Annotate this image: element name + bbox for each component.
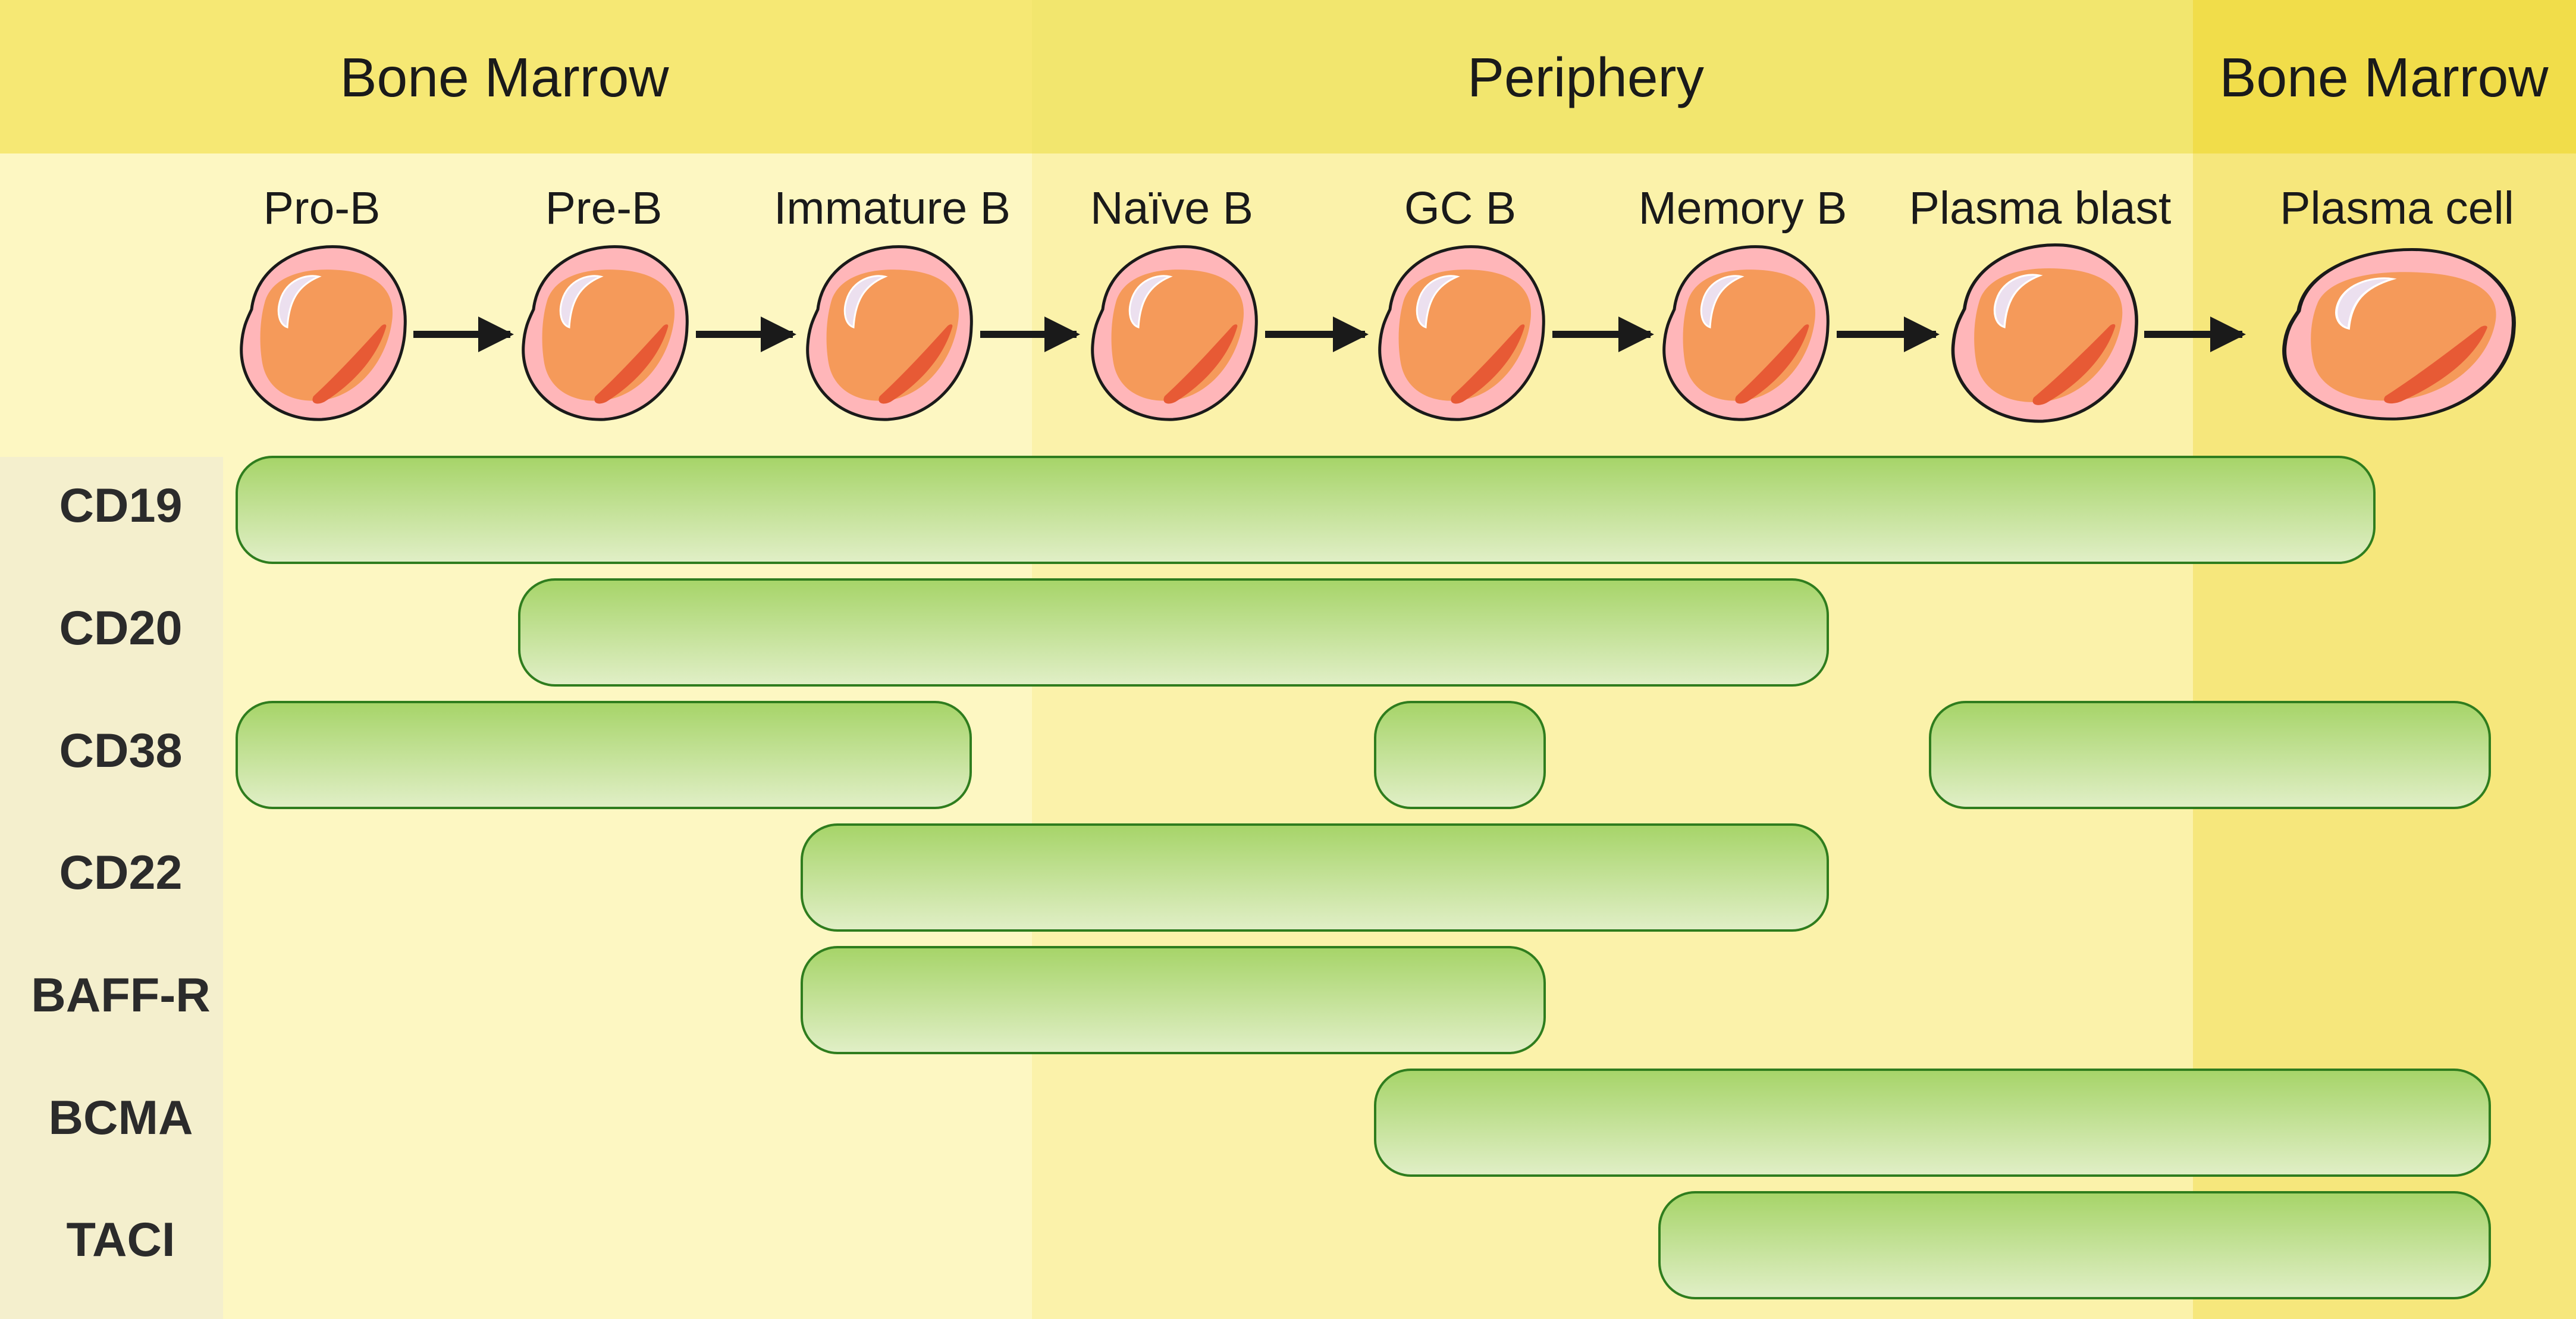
header-band-bone-marrow-left — [0, 0, 1032, 153]
stage-label-plasma-cell: Plasma cell — [2280, 183, 2514, 234]
marker-labels: CD19 CD20 CD38 CD22 BAFF-R BCMA TACI — [31, 479, 210, 1267]
marker-label-cd20: CD20 — [59, 601, 182, 655]
stage-label-gc-b: GC B — [1404, 183, 1516, 234]
marker-label-cd22: CD22 — [59, 846, 182, 900]
expression-bar-cd19-1 — [236, 456, 2376, 564]
region-title-periphery: Periphery — [1467, 46, 1705, 108]
stage-label-pro-b: Pro-B — [263, 183, 381, 234]
region-titles: Bone Marrow Periphery Bone Marrow — [340, 46, 2549, 108]
expression-bars — [236, 456, 2491, 1299]
expression-bar-cd38-1 — [236, 701, 972, 809]
marker-label-column — [0, 457, 223, 1319]
stage-label-naive-b: Naïve B — [1090, 183, 1253, 234]
header-band-periphery — [1032, 0, 2193, 153]
expression-bar-baff-r-1 — [801, 946, 1546, 1054]
expression-bar-cd20-1 — [518, 578, 1829, 687]
expression-bar-taci-1 — [1658, 1191, 2491, 1299]
stage-label-memory-b: Memory B — [1639, 183, 1847, 234]
stage-labels: Pro-B Pre-B Immature B Naïve B GC B Memo… — [263, 183, 2514, 234]
marker-label-cd19: CD19 — [59, 479, 182, 532]
marker-label-taci: TACI — [67, 1213, 175, 1267]
stage-label-plasma-blast: Plasma blast — [1909, 183, 2172, 234]
stage-label-immature-b: Immature B — [774, 183, 1011, 234]
expression-bar-bcma-1 — [1374, 1069, 2491, 1177]
expression-bar-cd22-1 — [801, 823, 1829, 932]
expression-bar-cd38-2 — [1374, 701, 1546, 809]
region-title-bone-marrow-left: Bone Marrow — [340, 46, 669, 108]
stage-label-pre-b: Pre-B — [545, 183, 663, 234]
expression-bar-cd38-3 — [1929, 701, 2491, 809]
marker-label-baff-r: BAFF-R — [31, 969, 210, 1022]
header-band-bone-marrow-right — [2193, 0, 2576, 153]
marker-label-cd38: CD38 — [59, 724, 182, 778]
region-title-bone-marrow-right: Bone Marrow — [2219, 46, 2549, 108]
marker-label-bcma: BCMA — [49, 1091, 193, 1145]
